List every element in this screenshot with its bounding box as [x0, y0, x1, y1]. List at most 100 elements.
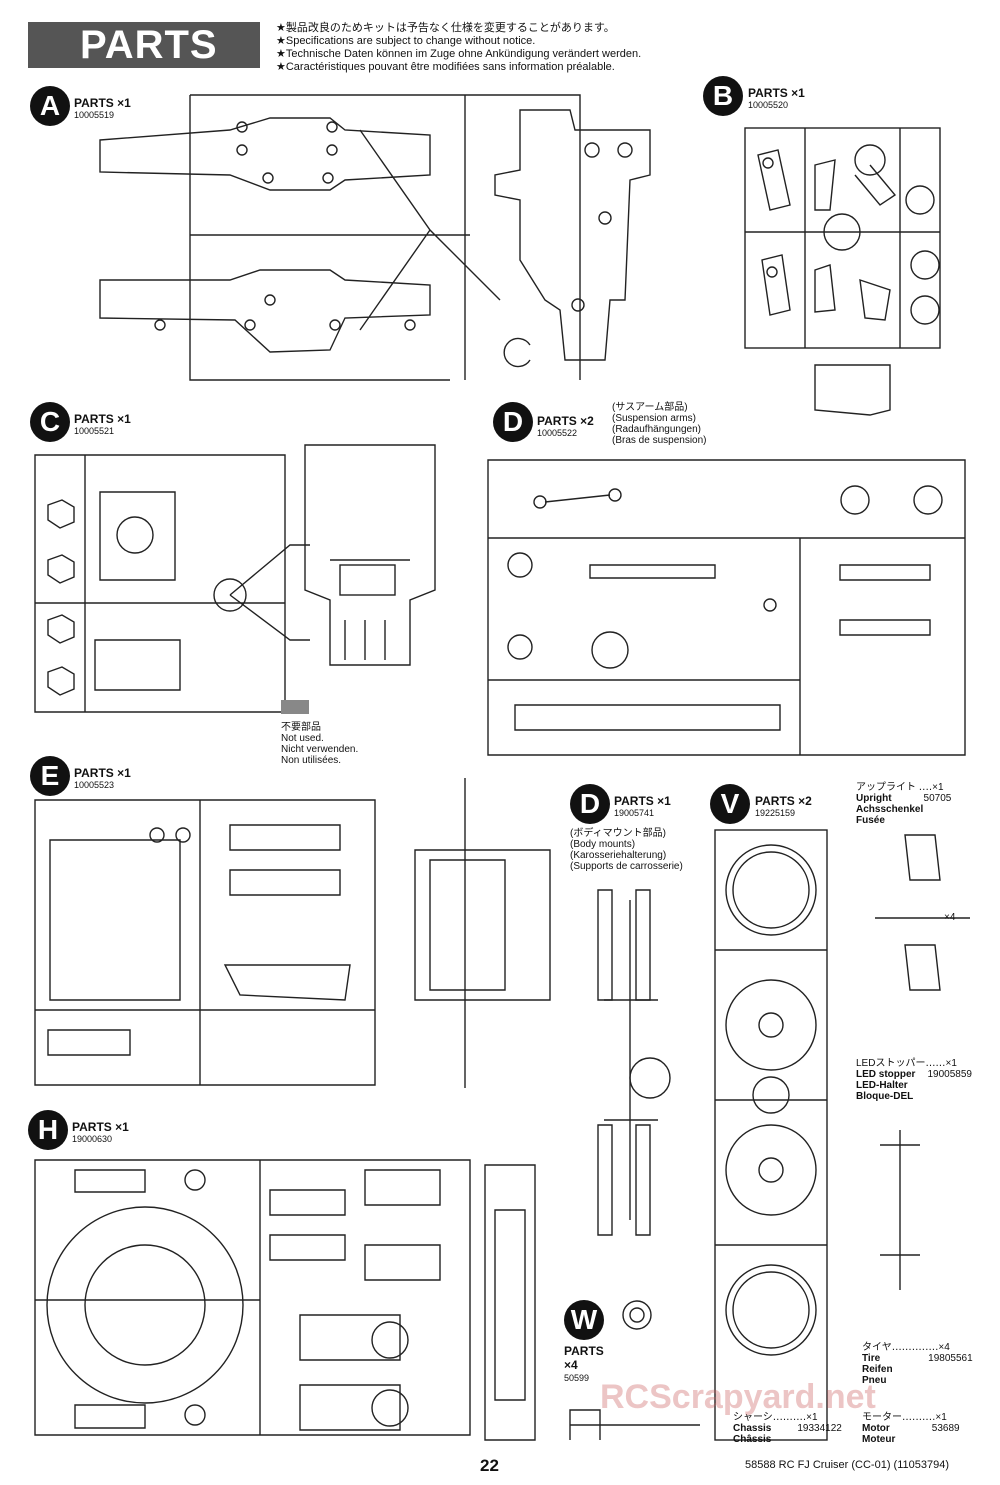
sprue-a-frame — [189, 94, 581, 381]
motor-number: 53689 — [931, 1423, 960, 1434]
not-used-fr: Non utilisées. — [281, 755, 342, 766]
part-e3a-bar — [229, 824, 341, 851]
desc-fr: (Bras de suspension) — [612, 435, 707, 446]
wheel-ring-2 — [725, 1264, 817, 1356]
desc2-fr: (Supports de carrosserie) — [570, 861, 683, 872]
section-b-qty: PARTS ×1 — [748, 86, 805, 100]
desc-de: (Radaufhängungen) — [612, 424, 701, 435]
desc2-de: (Karosseriehalterung) — [570, 850, 667, 861]
chassis-number: 19334122 — [797, 1423, 842, 1434]
led-en: LED stopper — [856, 1069, 916, 1080]
part-e1-plate — [49, 839, 181, 1001]
section-w-badge: W — [564, 1300, 604, 1340]
tire-jp: タイヤ‥‥‥‥‥‥‥×4 — [862, 1342, 950, 1353]
part-c4-block — [94, 639, 181, 691]
upright-fr: Fusée — [856, 815, 885, 826]
section-e-qty: PARTS ×1 — [74, 766, 131, 780]
section-d2-description: (ボディマウント部品) (Body mounts) (Karosseriehal… — [570, 828, 683, 872]
part-c2-mount — [99, 491, 176, 581]
section-d2-badge: D — [570, 784, 610, 824]
section-e-badge: E — [30, 756, 70, 796]
part-d6-link — [589, 564, 716, 579]
part-a3-gearbox — [494, 109, 651, 361]
section-d2-number: 19005741 — [614, 808, 655, 818]
part-e5-bumper — [414, 849, 551, 1001]
wheel-rim-2 — [725, 1124, 817, 1216]
section-h-qty: PARTS ×1 — [72, 1120, 129, 1134]
section-w-qty-count: ×4 — [564, 1358, 578, 1372]
watermark: RCScrapyard.net — [600, 1378, 876, 1416]
section-w-qty: PARTS — [564, 1344, 604, 1358]
section-a-number: 10005519 — [74, 110, 115, 120]
wheel-rim-1 — [725, 979, 817, 1071]
part-h9-lens — [299, 1314, 401, 1361]
desc2-jp: (ボディマウント部品) — [570, 828, 666, 839]
motor-en: Motor — [862, 1423, 890, 1434]
led-fr: Bloque-DEL — [856, 1091, 914, 1102]
section-b-number: 10005520 — [748, 100, 789, 110]
tire-fr: Pneu — [862, 1375, 887, 1386]
upright-en: Upright — [856, 793, 892, 804]
tire-number: 19805561 — [928, 1353, 973, 1364]
part-c5-chassis — [304, 444, 436, 666]
motor-jp: モーター‥‥‥‥‥×1 — [862, 1412, 947, 1423]
part-e3b-bar — [229, 869, 341, 896]
section-b-badge: B — [703, 76, 743, 116]
section-d-number: 10005522 — [537, 428, 578, 438]
page-title: PARTS — [28, 22, 260, 68]
spec-notes: ★製品改良のためキットは予告なく仕様を変更することがあります。 ★Specifi… — [276, 22, 641, 74]
section-e-number: 10005523 — [74, 780, 115, 790]
not-used-jp: 不要部品 — [281, 722, 321, 733]
chassis-en: Chassis — [733, 1423, 772, 1434]
section-h-number: 19000630 — [72, 1134, 113, 1144]
note-en: ★Specifications are subject to change wi… — [276, 35, 536, 47]
led-stopper-sprue — [880, 1130, 920, 1290]
part-w-damper — [622, 1300, 652, 1330]
section-w-number: 50599 — [564, 1373, 590, 1383]
not-used-legend: 不要部品 Not used. Nicht verwenden. Non util… — [281, 722, 358, 766]
part-b12-bracket — [814, 364, 891, 416]
not-used-swatch — [281, 700, 309, 714]
section-d-description: (サスアーム部品) (Suspension arms) (Radaufhängu… — [612, 402, 707, 446]
section-v-number: 19225159 — [755, 808, 796, 818]
note-fr: ★Caractéristiques pouvant être modifiées… — [276, 61, 615, 73]
section-a-qty: PARTS ×1 — [74, 96, 131, 110]
upright-jp: アップライト ‥‥×1 — [856, 782, 944, 793]
sprue-v-frame — [714, 829, 828, 1441]
motor-fr: Moteur — [862, 1434, 896, 1445]
desc2-en: (Body mounts) — [570, 839, 636, 850]
section-c-number: 10005521 — [74, 426, 115, 436]
upright-qty: ×4 — [944, 912, 956, 923]
desc-jp: (サスアーム部品) — [612, 402, 688, 413]
section-v-badge: V — [710, 784, 750, 824]
section-c-badge: C — [30, 402, 70, 442]
section-d2-qty: PARTS ×1 — [614, 794, 671, 808]
wheel-ring-1 — [725, 844, 817, 936]
led-jp: LEDストッパー‥‥‥×1 — [856, 1058, 957, 1069]
page-number: 22 — [480, 1456, 499, 1475]
part-a2-axle-lower — [99, 269, 431, 353]
not-used-de: Nicht verwenden. — [281, 744, 359, 755]
part-h3-spare-tire — [46, 1206, 244, 1404]
sprue-e-frame — [34, 799, 376, 1086]
note-jp: ★製品改良のためキットは予告なく仕様を変更することがあります。 — [276, 22, 615, 34]
led-number: 19005859 — [927, 1069, 972, 1080]
part-a1-axle-upper — [99, 117, 431, 191]
sprue-b-frame — [744, 127, 941, 349]
part-e4-guard — [223, 964, 351, 1001]
section-d-badge: D — [493, 402, 533, 442]
section-d-qty: PARTS ×2 — [537, 414, 594, 428]
section-c-qty: PARTS ×1 — [74, 412, 131, 426]
section-h-badge: H — [28, 1110, 68, 1150]
sprue-d-frame — [487, 459, 966, 756]
upright-part — [875, 834, 970, 991]
motor-label: モーター‥‥‥‥‥×1 Motor 53689 Moteur — [862, 1412, 960, 1445]
not-used-en: Not used. — [281, 733, 324, 744]
part-h12-grille — [484, 1164, 536, 1441]
chassis-fr: Châssis — [733, 1434, 772, 1445]
tire-de: Reifen — [862, 1364, 893, 1375]
